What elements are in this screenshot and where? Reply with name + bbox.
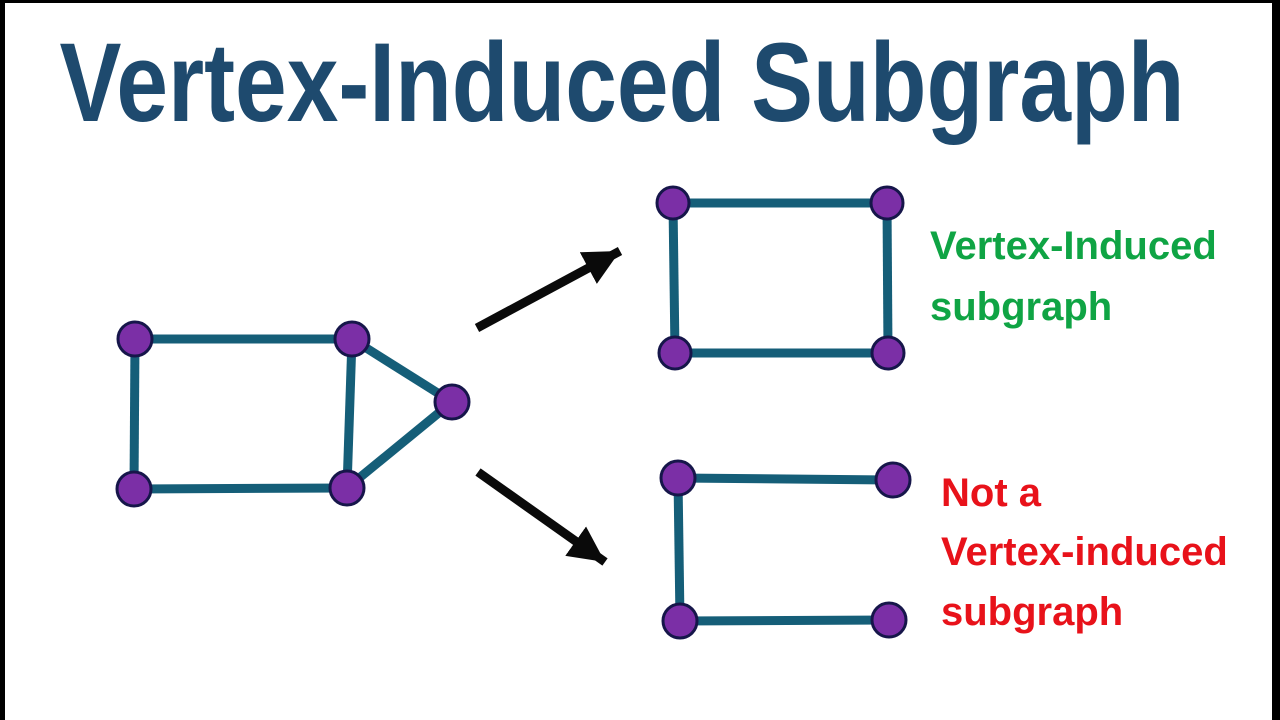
graph-edge bbox=[129, 338, 140, 490]
not-vertex-induced-subgraph bbox=[659, 459, 912, 640]
graph-vertex bbox=[869, 185, 905, 221]
graph-edge bbox=[673, 477, 685, 622]
graph-edge bbox=[882, 202, 893, 354]
frame-border-top bbox=[0, 0, 1280, 3]
graph-edge bbox=[349, 335, 455, 406]
graph-vertex bbox=[657, 335, 693, 371]
frame-border-left bbox=[0, 0, 5, 720]
vertex-induced-subgraph bbox=[655, 185, 906, 371]
frame-border-right bbox=[1272, 0, 1280, 720]
graph-vertex bbox=[333, 320, 371, 358]
arrow-to-not-induced bbox=[475, 468, 608, 566]
not-induced-label-line2: Vertex-induced bbox=[941, 530, 1228, 574]
original-graph bbox=[115, 320, 471, 508]
induced-label-line1: Vertex-Induced bbox=[930, 224, 1217, 268]
graph-edge bbox=[668, 202, 680, 354]
arrow-layer bbox=[474, 247, 623, 566]
graph-vertex bbox=[115, 470, 153, 508]
graph-vertex bbox=[661, 602, 699, 640]
graph-vertex bbox=[870, 601, 908, 639]
graph-vertex bbox=[655, 185, 691, 221]
not-induced-label-line1: Not a bbox=[941, 471, 1042, 515]
graph-vertex bbox=[433, 383, 471, 421]
graph-vertex bbox=[874, 461, 912, 499]
graph-vertex bbox=[116, 320, 154, 358]
graph-edge bbox=[133, 483, 348, 494]
induced-label-line2: subgraph bbox=[930, 285, 1112, 329]
graph-vertex bbox=[328, 469, 366, 507]
not-induced-label-line3: subgraph bbox=[941, 590, 1123, 634]
graph-edge bbox=[342, 338, 357, 489]
graph-edge bbox=[679, 615, 890, 626]
graph-edge bbox=[677, 473, 894, 485]
graph-vertex bbox=[659, 459, 697, 497]
arrow-to-induced bbox=[474, 247, 623, 332]
page-title: Vertex-Induced Subgraph bbox=[60, 20, 1185, 145]
graph-vertex bbox=[870, 335, 906, 371]
graph-edge bbox=[344, 398, 455, 492]
